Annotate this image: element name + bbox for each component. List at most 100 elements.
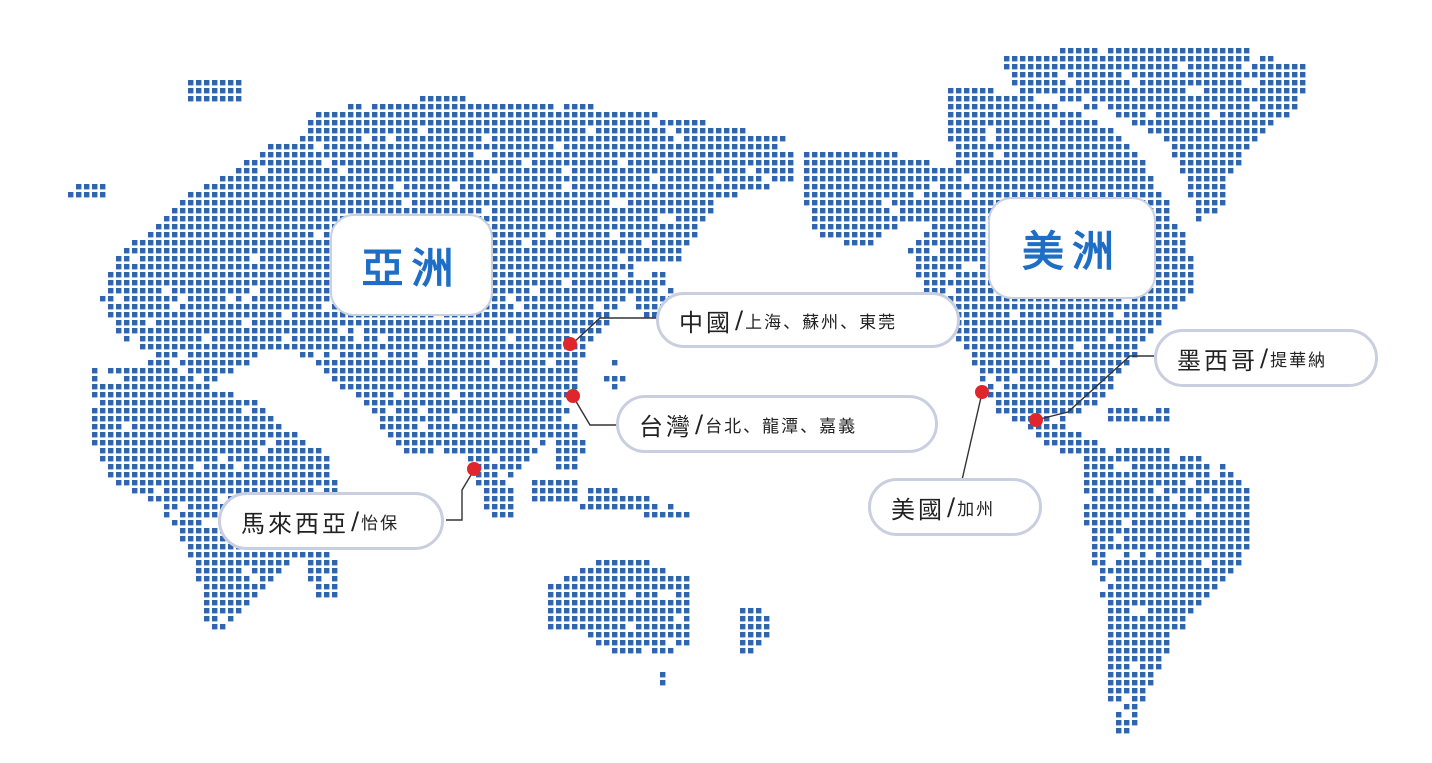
- land-dot: [204, 320, 210, 326]
- land-dot: [1132, 48, 1138, 54]
- land-dot: [172, 416, 178, 422]
- land-dot: [172, 456, 178, 462]
- land-dot: [780, 152, 786, 158]
- land-dot: [524, 336, 530, 342]
- land-dot: [1084, 136, 1090, 142]
- land-dot: [1172, 64, 1178, 70]
- land-dot: [1076, 368, 1082, 374]
- land-dot: [372, 128, 378, 134]
- land-dot: [300, 216, 306, 222]
- land-dot: [820, 160, 826, 166]
- land-dot: [188, 200, 194, 206]
- land-dot: [1108, 456, 1114, 462]
- land-dot: [476, 480, 482, 486]
- land-dot: [1060, 144, 1066, 150]
- land-dot: [332, 176, 338, 182]
- land-dot: [580, 184, 586, 190]
- land-dot: [940, 248, 946, 254]
- land-dot: [220, 432, 226, 438]
- land-dot: [996, 392, 1002, 398]
- land-dot: [164, 264, 170, 270]
- land-dot: [452, 176, 458, 182]
- land-dot: [500, 264, 506, 270]
- land-dot: [1132, 536, 1138, 542]
- land-dot: [1060, 440, 1066, 446]
- land-dot: [1252, 120, 1258, 126]
- land-dot: [460, 96, 466, 102]
- land-dot: [1036, 64, 1042, 70]
- land-dot: [532, 360, 538, 366]
- land-dot: [236, 472, 242, 478]
- land-dot: [564, 496, 570, 502]
- land-dot: [588, 584, 594, 590]
- land-dot: [876, 224, 882, 230]
- land-dot: [284, 344, 290, 350]
- land-dot: [180, 456, 186, 462]
- land-dot: [1300, 88, 1306, 94]
- land-dot: [604, 320, 610, 326]
- land-dot: [556, 296, 562, 302]
- land-dot: [220, 336, 226, 342]
- land-dot: [436, 112, 442, 118]
- land-dot: [980, 304, 986, 310]
- land-dot: [1068, 384, 1074, 390]
- land-dot: [1204, 80, 1210, 86]
- land-dot: [396, 152, 402, 158]
- land-dot: [348, 344, 354, 350]
- land-dot: [476, 344, 482, 350]
- land-dot: [260, 296, 266, 302]
- land-dot: [436, 208, 442, 214]
- land-dot: [1188, 48, 1194, 54]
- land-dot: [572, 448, 578, 454]
- land-dot: [644, 176, 650, 182]
- land-dot: [1204, 144, 1210, 150]
- land-dot: [1108, 56, 1114, 62]
- land-dot: [612, 248, 618, 254]
- land-dot: [324, 280, 330, 286]
- land-dot: [244, 480, 250, 486]
- land-dot: [180, 416, 186, 422]
- land-dot: [1060, 160, 1066, 166]
- land-dot: [420, 384, 426, 390]
- land-dot: [452, 408, 458, 414]
- land-dot: [156, 256, 162, 262]
- land-dot: [220, 80, 226, 86]
- land-dot: [1116, 192, 1122, 198]
- land-dot: [660, 184, 666, 190]
- land-dot: [324, 224, 330, 230]
- land-dot: [548, 584, 554, 590]
- land-dot: [1140, 560, 1146, 566]
- land-dot: [1084, 512, 1090, 518]
- land-dot: [1228, 512, 1234, 518]
- land-dot: [1236, 72, 1242, 78]
- land-dot: [292, 472, 298, 478]
- land-dot: [196, 312, 202, 318]
- land-dot: [1196, 480, 1202, 486]
- land-dot: [1164, 256, 1170, 262]
- land-dot: [204, 80, 210, 86]
- land-dot: [660, 280, 666, 286]
- land-dot: [1244, 48, 1250, 54]
- land-dot: [484, 448, 490, 454]
- land-dot: [524, 432, 530, 438]
- land-dot: [1124, 456, 1130, 462]
- land-dot: [588, 600, 594, 606]
- land-dot: [596, 272, 602, 278]
- land-dot: [1124, 144, 1130, 150]
- land-dot: [708, 136, 714, 142]
- land-dot: [1244, 104, 1250, 110]
- land-dot: [612, 568, 618, 574]
- land-dot: [452, 96, 458, 102]
- land-dot: [188, 360, 194, 366]
- land-dot: [212, 576, 218, 582]
- land-dot: [140, 328, 146, 334]
- land-dot: [980, 248, 986, 254]
- land-dot: [1140, 512, 1146, 518]
- land-dot: [132, 320, 138, 326]
- land-dot: [1100, 368, 1106, 374]
- land-dot: [292, 240, 298, 246]
- land-dot: [1116, 304, 1122, 310]
- land-dot: [444, 136, 450, 142]
- land-dot: [732, 176, 738, 182]
- land-dot: [420, 344, 426, 350]
